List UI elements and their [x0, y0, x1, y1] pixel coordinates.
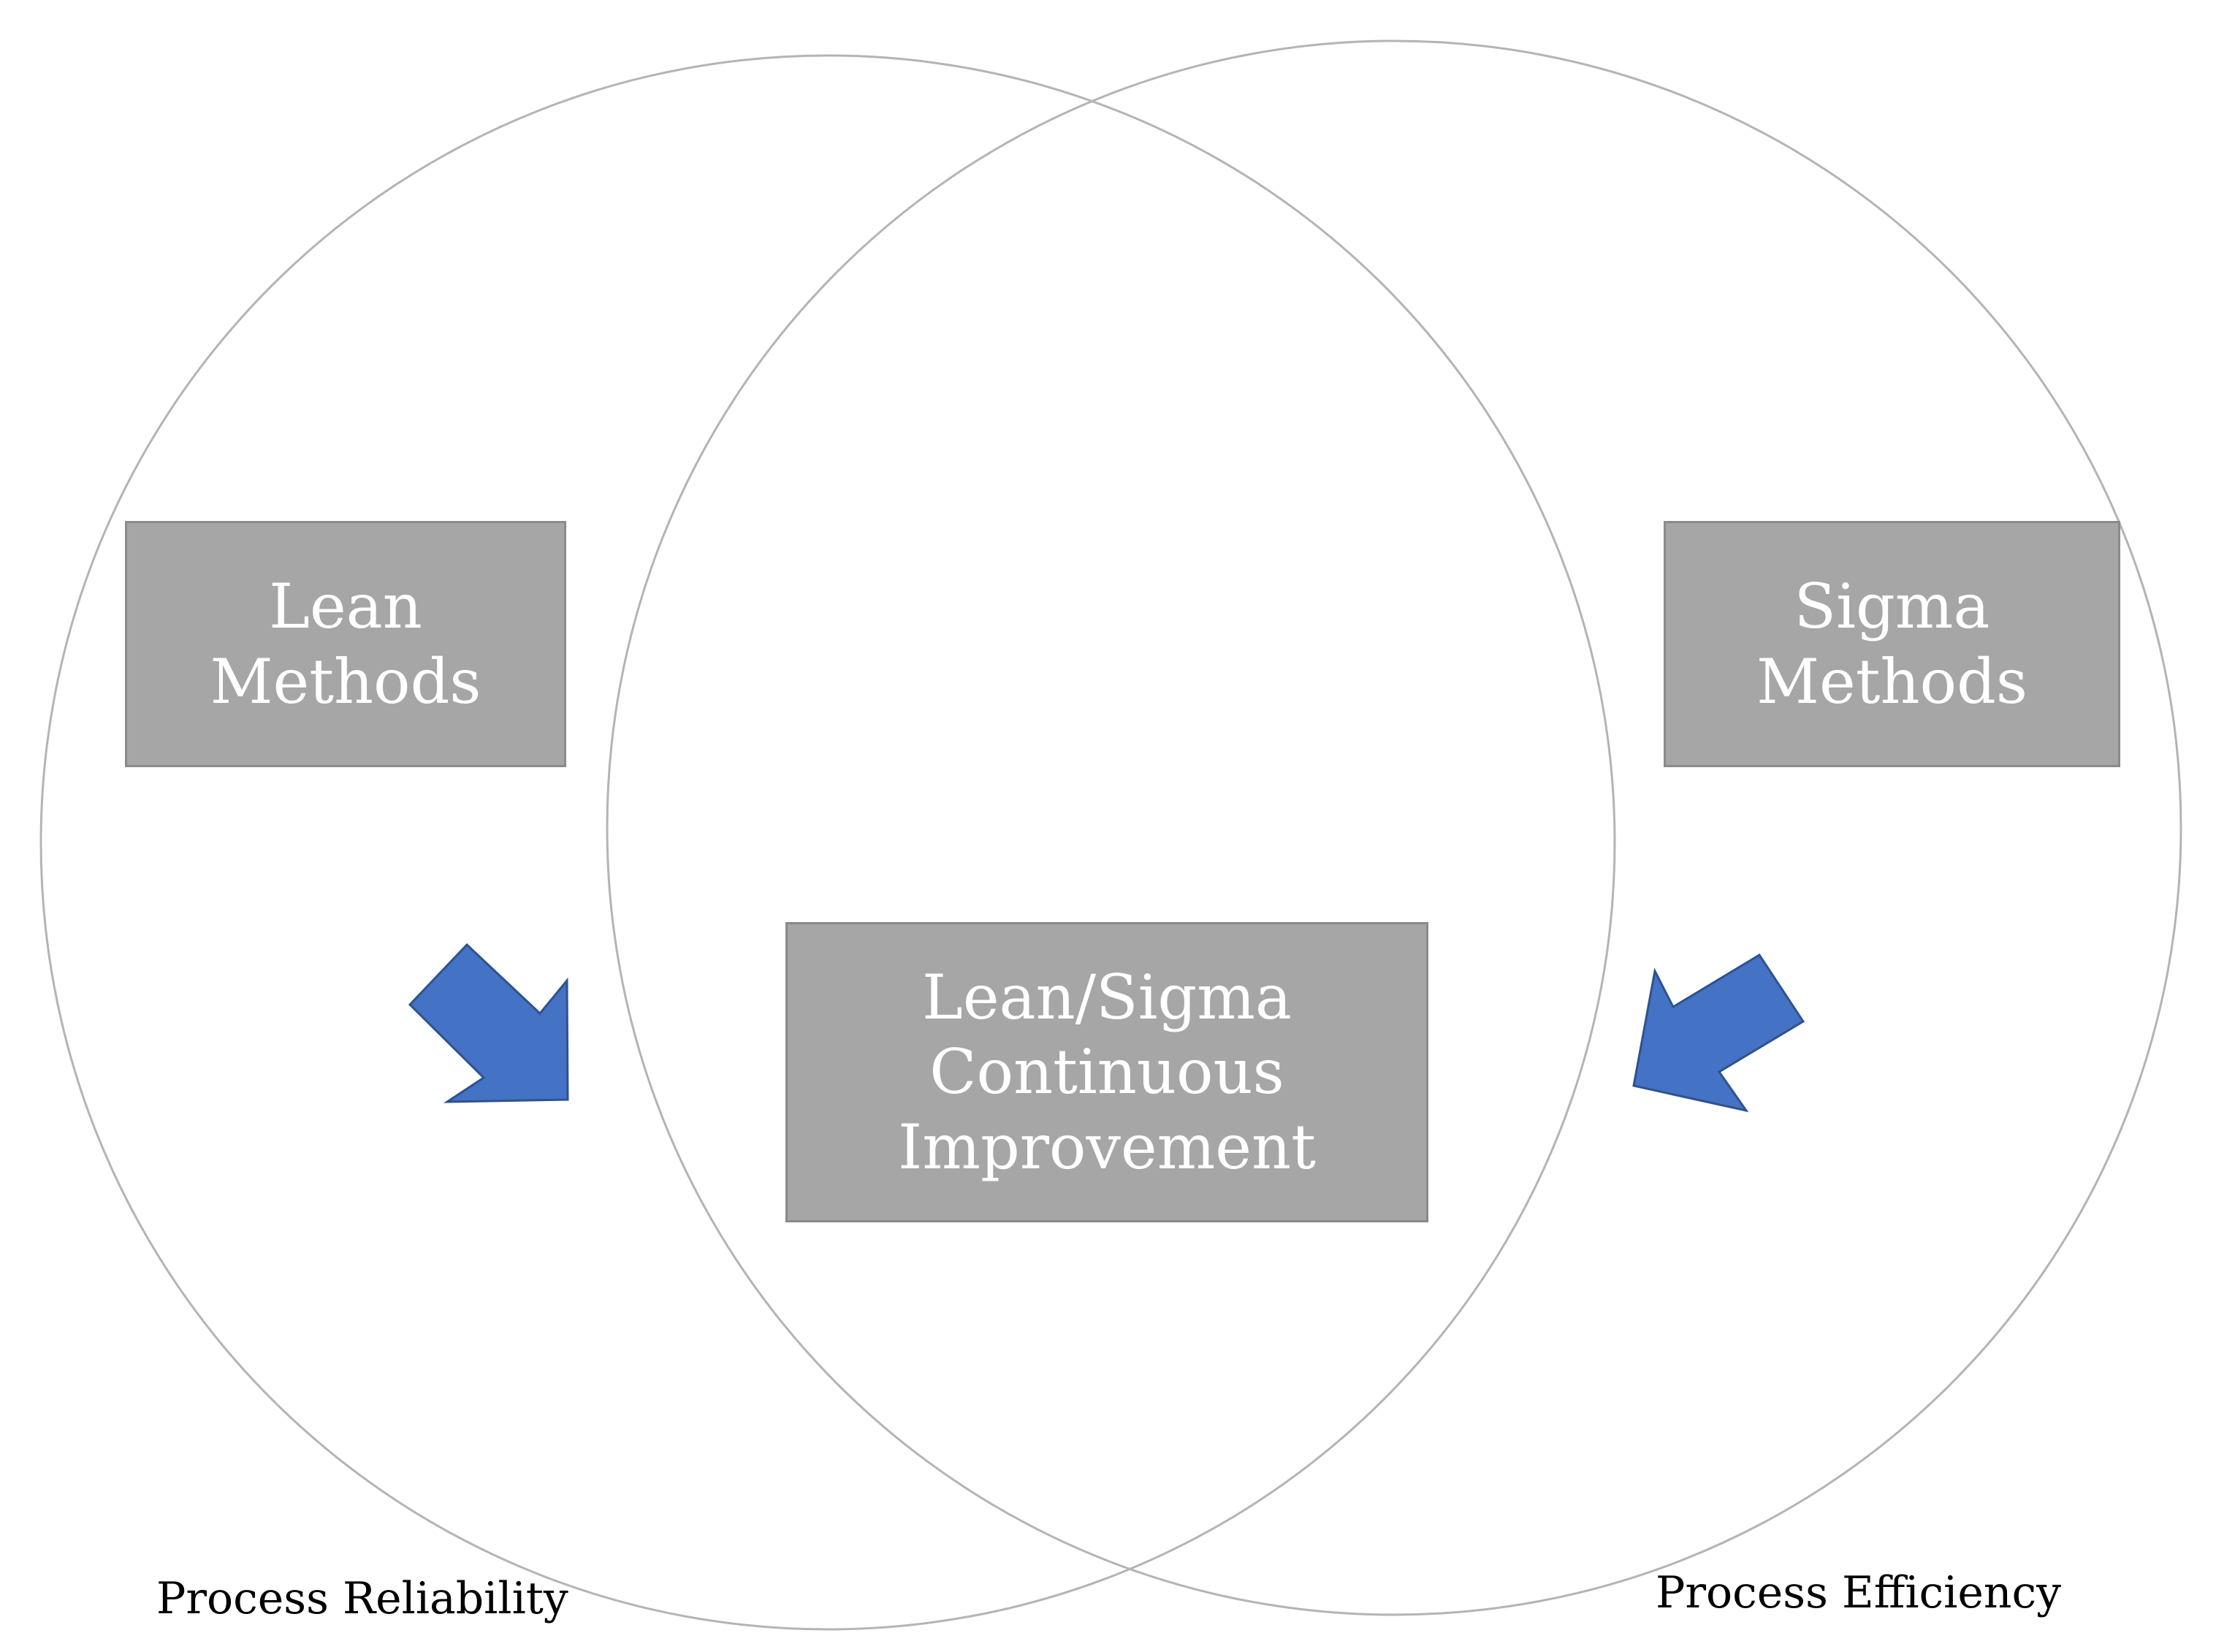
- lean-methods-line-2: Methods: [210, 645, 481, 717]
- process-reliability-label: Process Reliability: [156, 1573, 568, 1624]
- lean-methods-line-1: Lean: [269, 571, 422, 643]
- lean-sigma-continuous-improvement-box: Lean/Sigma Continuous Improvement: [785, 922, 1428, 1222]
- combined-line-2: Continuous: [929, 1036, 1284, 1108]
- combined-line-3: Improvement: [898, 1111, 1316, 1183]
- arrow-down-left-icon: [1632, 953, 1805, 1113]
- sigma-methods-line-1: Sigma: [1794, 571, 1990, 643]
- sigma-methods-line-2: Methods: [1756, 645, 2028, 717]
- sigma-methods-box: Sigma Methods: [1664, 521, 2120, 767]
- process-reliability-circle: [39, 54, 1616, 1631]
- arrow-down-right-icon: [408, 943, 569, 1103]
- process-efficiency-circle: [606, 39, 2182, 1616]
- combined-line-1: Lean/Sigma: [922, 961, 1292, 1033]
- lean-methods-box: Lean Methods: [125, 521, 566, 767]
- process-efficiency-label: Process Efficiency: [1656, 1567, 2061, 1618]
